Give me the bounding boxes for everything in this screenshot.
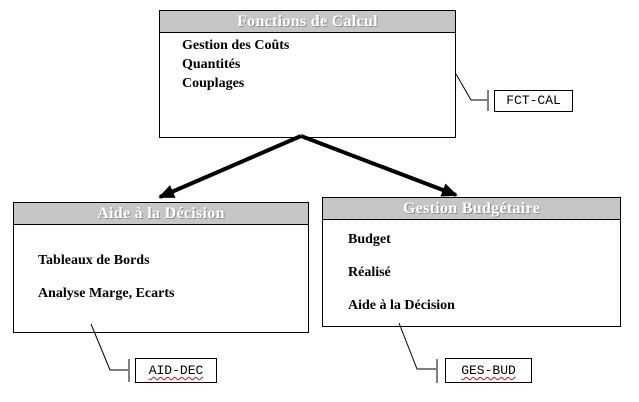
node-gestion-budgetaire-title: Gestion Budgétaire: [323, 198, 620, 220]
node-aide-a-la-decision-body: Tableaux de Bords Analyse Marge, Ecarts: [14, 225, 308, 319]
tag-box-aid-dec: AID-DEC: [135, 358, 217, 383]
list-item: Couplages: [182, 76, 245, 91]
node-gestion-budgetaire: Gestion Budgétaire Budget Réalisé Aide à…: [322, 197, 621, 327]
list-item: Réalisé: [348, 265, 391, 280]
list-item: Tableaux de Bords: [38, 253, 150, 268]
tag-label: FCT-CAL: [506, 93, 561, 108]
tag-box-fct-cal: FCT-CAL: [494, 90, 573, 112]
node-gestion-budgetaire-body: Budget Réalisé Aide à la Décision: [323, 220, 620, 331]
node-fonctions-de-calcul-body: Gestion des Coûts Quantités Couplages: [160, 33, 455, 95]
node-aide-a-la-decision: Aide à la Décision Tableaux de Bords Ana…: [13, 202, 309, 333]
list-item: Aide à la Décision: [348, 298, 455, 313]
list-item: Budget: [348, 232, 391, 247]
node-aide-a-la-decision-title: Aide à la Décision: [14, 203, 308, 225]
list-item: Gestion des Coûts: [182, 38, 290, 53]
list-item: Analyse Marge, Ecarts: [38, 286, 175, 301]
tag-box-ges-bud: GES-BUD: [445, 358, 532, 383]
callout-line-fct-cal: [455, 73, 487, 101]
tag-label: AID-DEC: [148, 363, 204, 378]
node-fonctions-de-calcul: Fonctions de Calcul Gestion des Coûts Qu…: [159, 10, 456, 138]
arrow-calcul-to-budget: [300, 134, 458, 197]
arrow-calcul-to-aide: [158, 134, 302, 199]
node-fonctions-de-calcul-title: Fonctions de Calcul: [160, 11, 455, 33]
tag-label: GES-BUD: [461, 363, 516, 378]
list-item: Quantités: [182, 57, 241, 72]
